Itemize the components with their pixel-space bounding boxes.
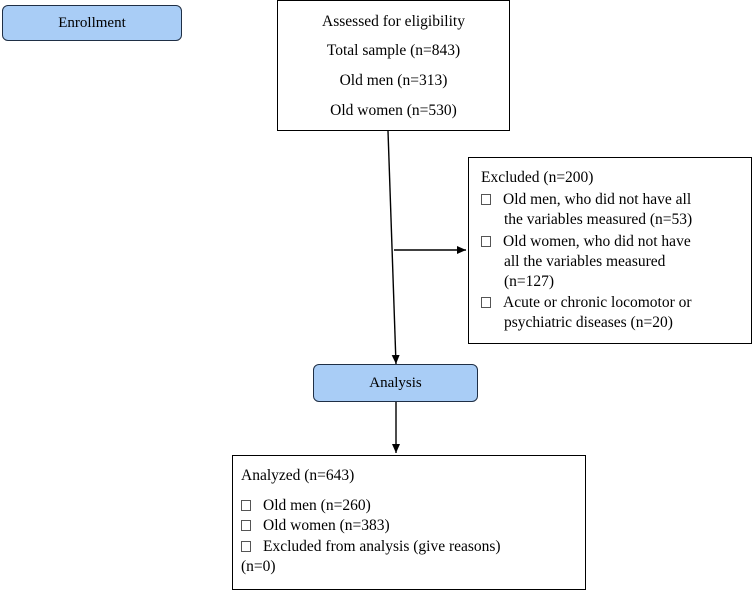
- assessed-men: Old men (n=313): [339, 72, 448, 89]
- excluded-title: Excluded (n=200): [481, 169, 594, 186]
- analyzed-tail: (n=0): [241, 558, 276, 575]
- excluded-item-women-cont2: (n=127): [504, 273, 555, 290]
- enrollment-label: Enrollment: [58, 14, 126, 31]
- excluded-item-disease-cont: psychiatric diseases (n=20): [504, 314, 673, 331]
- assessed-title: Assessed for eligibility: [322, 13, 465, 30]
- excluded-item-disease: Acute or chronic locomotor or: [481, 294, 692, 312]
- analyzed-item-excluded: Excluded from analysis (give reasons): [241, 538, 501, 556]
- analysis-label-box: Analysis: [313, 364, 478, 402]
- checkbox-icon: [241, 541, 251, 552]
- checkbox-icon: [481, 297, 491, 308]
- arrow-assessed-to-analysis: [387, 130, 400, 365]
- excluded-item-women: Old women, who did not have: [481, 233, 691, 251]
- checkbox-icon: [241, 500, 251, 511]
- excluded-item-women-cont: all the variables measured: [504, 253, 666, 270]
- analyzed-title: Analyzed (n=643): [241, 467, 355, 484]
- excluded-item-men-cont: the variables measured (n=53): [504, 211, 693, 228]
- analyzed-item-men: Old men (n=260): [241, 497, 371, 515]
- assessed-total: Total sample (n=843): [326, 42, 461, 59]
- analyzed-item-women: Old women (n=383): [241, 517, 390, 535]
- assessed-box: Assessed for eligibility Total sample (n…: [277, 0, 510, 131]
- enrollment-label-box: Enrollment: [2, 5, 182, 41]
- assessed-women: Old women (n=530): [330, 102, 457, 119]
- excluded-box: Excluded (n=200) Old men, who did not ha…: [468, 157, 752, 344]
- checkbox-icon: [241, 520, 251, 531]
- excluded-item-men: Old men, who did not have all: [481, 191, 691, 209]
- analysis-label: Analysis: [369, 374, 422, 391]
- checkbox-icon: [481, 194, 491, 205]
- checkbox-icon: [481, 236, 491, 247]
- analyzed-box: Analyzed (n=643) Old men (n=260) Old wom…: [232, 455, 586, 590]
